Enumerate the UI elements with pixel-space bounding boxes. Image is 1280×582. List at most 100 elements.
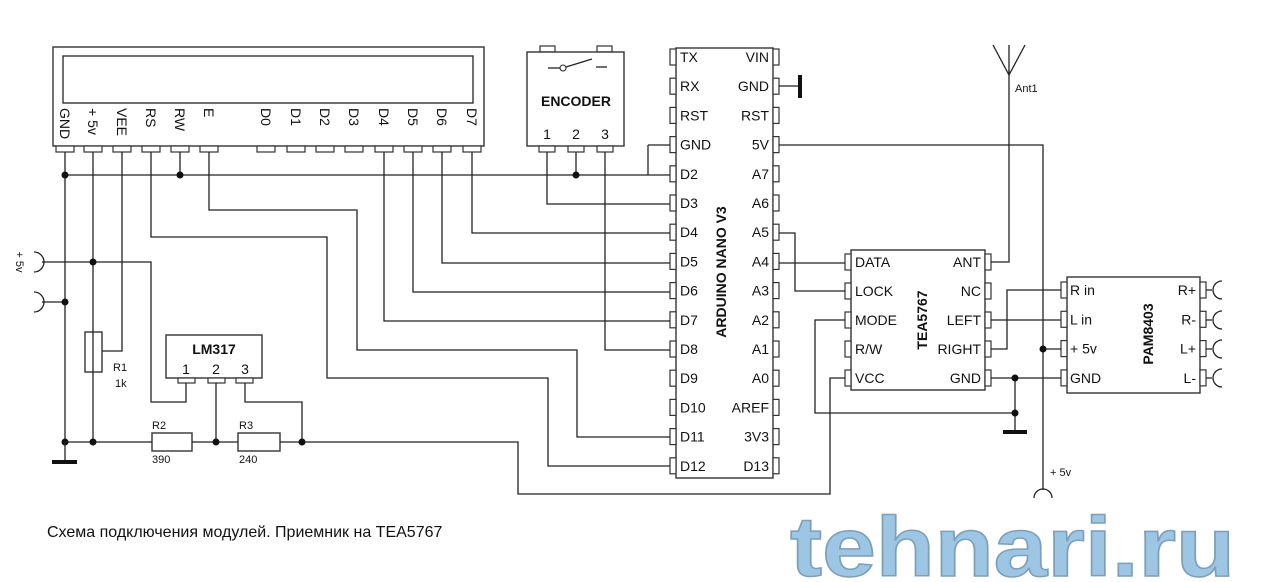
arduino-left-pin-label: D8 [680,341,698,357]
pam-left-pin [1060,369,1068,387]
power-output-label: + 5v [1050,467,1072,479]
arduino-right-pin [772,282,780,300]
arduino-left-pin [669,77,677,95]
arduino-label: ARDUINO NANO V3 [713,206,729,338]
tea-right-pin-label: GND [950,370,981,386]
wires [42,70,1212,495]
arduino-left-pin [669,340,677,358]
arduino-right-pin [772,165,780,183]
arduino-right-pin-label: D13 [743,458,769,474]
lcd-pin [170,145,190,153]
pam-left-pin [1060,310,1068,328]
lcd-pin [83,145,103,153]
pam-left-pin-label: + 5v [1070,341,1097,357]
power-output-connector: + 5v [1033,467,1072,499]
arduino-left-pin [669,282,677,300]
tea-right-pin [984,282,992,300]
lcd-pin-label-1: + 5v [85,108,101,135]
arduino-left-pin [669,165,677,183]
tea-left-pin-label: DATA [855,254,891,270]
tea-right-pin-label: ANT [953,254,981,270]
antenna-label: Ant1 [1015,83,1038,95]
pam-right-pin-label: R+ [1178,282,1196,298]
pam-right-pin [1199,281,1207,299]
arduino-left-pin [669,48,677,66]
lm317-regulator: LM317 1 2 3 [165,334,263,384]
lcd-pin-label-13: D7 [464,108,480,126]
pam-right-pin [1199,340,1207,358]
arduino-left-pin-label: RST [680,107,708,123]
pam-right-pin-label: L- [1184,370,1197,386]
arduino-left-pin-label: D6 [680,283,698,299]
antenna-icon: Ant1 [992,44,1038,95]
pam-label: PAM8403 [1140,303,1156,364]
r3-name: R3 [239,420,253,432]
arduino-right-pin-label: GND [738,78,769,94]
pam-left-pin-label: R in [1070,282,1095,298]
tea-left-pin-label: R/W [855,341,883,357]
pam-right-pin-label: R- [1181,311,1196,327]
arduino-right-pin-label: A1 [752,341,769,357]
arduino-left-pin [669,252,677,270]
lcd-pin [199,145,219,153]
lcd-pin-label-7: D1 [288,108,304,126]
arduino-left-pin-label: RX [680,78,700,94]
r1-name: R1 [113,362,127,374]
encoder-pin-1: 1 [543,126,551,142]
speaker-connectors [1212,280,1223,388]
arduino-left-pin [669,428,677,446]
arduino-right-pin-label: A7 [752,166,769,182]
pam-right-pin [1199,369,1207,387]
arduino-right-pin-label: A3 [752,283,769,299]
tea-left-pin [844,340,852,358]
pam-left-pin-label: L in [1070,311,1092,327]
lm317-label: LM317 [192,341,236,357]
arduino-left-pin [669,223,677,241]
resistor-r1: R1 1k [84,331,127,390]
junctions [61,171,1047,446]
arduino-right-pin [772,106,780,125]
arduino-left-pin-label: GND [680,137,711,153]
lcd-pin-label-8: D2 [317,108,333,126]
power-input-connector: + 5v [13,251,45,313]
lcd-pin-label-10: D4 [376,108,392,126]
arduino-right-pin [772,194,780,212]
tea-left-pin-label: MODE [855,312,897,328]
diagram-caption: Схема подключения модулей. Приемник на T… [47,524,442,541]
arduino-left-pin-label: D7 [680,312,698,328]
arduino-right-pin [772,311,780,329]
lm317-pin-2: 2 [212,361,220,377]
arduino-left-pin [669,398,677,416]
arduino-right-pin [772,398,780,416]
arduino-right-pin-label: A4 [752,253,769,269]
tea-left-pin [844,369,852,387]
r2-name: R2 [152,420,166,432]
arduino-right-pin [772,223,780,241]
tea-left-pin [844,253,852,271]
arduino-right-pin [772,252,780,270]
tea-right-pin [984,253,992,271]
resistor-r3: R3 240 [237,420,281,466]
arduino-left-pin [669,311,677,329]
arduino-right-pin [772,369,780,387]
tea-right-pin [984,311,992,329]
encoder: ENCODER 1 2 3 [526,45,625,153]
lcd-pin-label-2: VEE [114,108,130,136]
lcd-pin-label-3: RS [143,108,159,127]
encoder-pin-2: 2 [572,126,580,142]
arduino-right-pin-label: VIN [746,49,769,65]
arduino-left-pin-label: D3 [680,195,698,211]
arduino-right-pin-label: AREF [732,399,769,415]
r2-value: 390 [152,454,170,466]
arduino-left-pin [669,194,677,212]
lcd-pin-label-4: RW [172,108,188,132]
arduino-right-pin-label: RST [741,107,769,123]
lcd-pin [462,145,482,153]
arduino-left-pin [669,457,677,475]
arduino-left-pin-label: D5 [680,253,698,269]
lcd-pin [432,145,452,153]
